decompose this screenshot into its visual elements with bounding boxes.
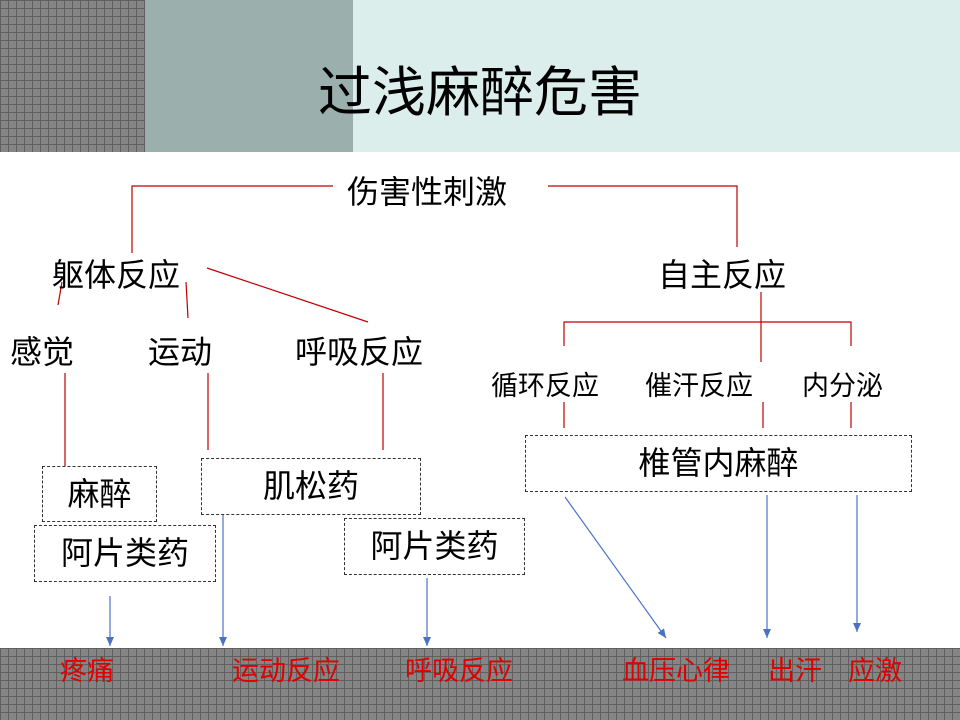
header-light-band <box>353 0 960 152</box>
outcome-stress: 应激 <box>848 656 902 687</box>
box-opioids-left: 阿片类药 <box>34 525 216 582</box>
node-sensation: 感觉 <box>10 333 75 371</box>
autonomic-bracket <box>563 321 852 346</box>
outcome-respiratory-response: 呼吸反应 <box>405 656 513 687</box>
node-autonomic-response: 自主反应 <box>658 256 787 294</box>
somatic-to-sensation <box>57 281 63 306</box>
footer-grid-pattern <box>0 648 960 720</box>
outcome-blood-pressure-rhythm: 血压心律 <box>622 656 730 687</box>
somatic-to-respiration <box>206 267 369 323</box>
node-noxious-stimulus: 伤害性刺激 <box>347 173 508 211</box>
node-circulatory-response: 循环反应 <box>491 371 599 402</box>
box-opioids-right: 阿片类药 <box>344 518 525 575</box>
root-left-connector <box>131 185 333 253</box>
slide-title: 过浅麻醉危害 <box>318 61 642 124</box>
somatic-to-motion <box>185 281 189 319</box>
box-anesthesia: 麻醉 <box>42 466 157 522</box>
node-sweating-response: 催汗反应 <box>645 371 753 402</box>
box-neuraxial-anesthesia: 椎管内麻醉 <box>525 435 912 492</box>
outcome-sweating: 出汗 <box>768 656 822 687</box>
outcome-pain: 疼痛 <box>60 656 114 687</box>
node-respiratory-response: 呼吸反应 <box>295 333 424 371</box>
arrow-bp <box>564 496 667 639</box>
node-endocrine: 内分泌 <box>802 371 883 402</box>
outcome-motor-response: 运动反应 <box>232 656 340 687</box>
root-right-connector <box>548 185 738 247</box>
node-somatic-response: 躯体反应 <box>52 256 181 294</box>
header-mid-band <box>145 0 353 152</box>
node-motion: 运动 <box>148 333 213 371</box>
box-muscle-relaxant: 肌松药 <box>201 458 421 515</box>
header-grid-pattern <box>0 0 145 152</box>
